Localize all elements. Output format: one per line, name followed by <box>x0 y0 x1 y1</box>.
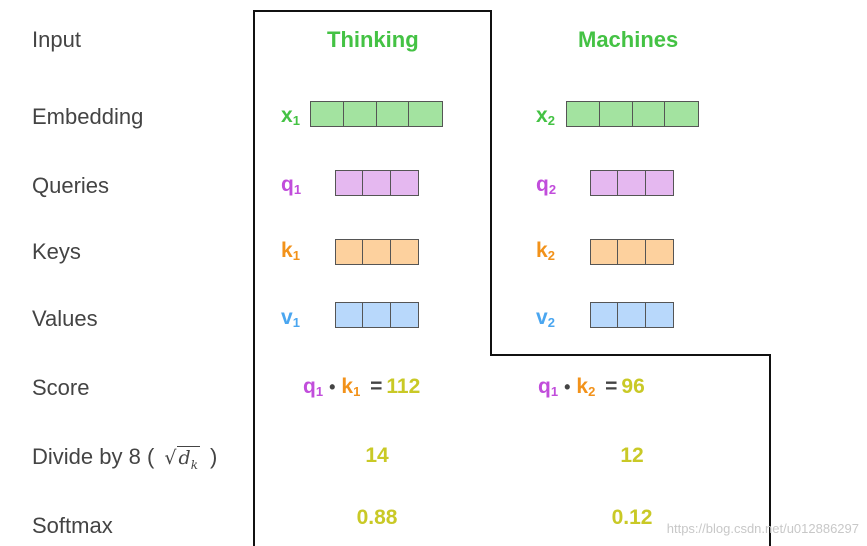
values-label: Values <box>32 306 98 331</box>
v1-label: v1 <box>281 306 300 330</box>
sqrt-dk-formula: √dk <box>164 446 200 472</box>
word-machines: Machines <box>578 27 679 52</box>
score-1-equals: = <box>370 375 383 398</box>
score-2-k: k2 <box>576 375 596 399</box>
divided-value-2: 12 <box>620 444 644 467</box>
embedding-label: Embedding <box>32 104 144 129</box>
score-1-q: q1 <box>303 375 324 399</box>
q2-vector <box>590 170 674 196</box>
divided-value-1: 14 <box>365 444 389 467</box>
x2-vector <box>566 101 699 127</box>
score-1-dot: • <box>329 377 336 397</box>
score-2-equals: = <box>605 375 618 398</box>
k1-vector <box>335 239 419 265</box>
q1-vector <box>335 170 419 196</box>
x1-label: x1 <box>281 104 300 128</box>
divide-label-suffix: ) <box>210 444 218 469</box>
divide-label-prefix: Divide by 8 ( <box>32 444 155 469</box>
q1-label: q1 <box>281 173 302 197</box>
x1-vector <box>310 101 443 127</box>
q2-label: q2 <box>536 173 557 197</box>
k1-label: k1 <box>281 239 300 263</box>
softmax-label: Softmax <box>32 513 113 538</box>
divide-label: Divide by 8 ( √dk ) <box>32 444 217 472</box>
k2-label: k2 <box>536 239 555 263</box>
score-1-value: 112 <box>386 375 421 398</box>
score-2-q: q1 <box>538 375 559 399</box>
score-expression-1: q1•k1 =112 <box>303 375 420 399</box>
score-expression-2: q1•k2 =96 <box>538 375 645 399</box>
x2-label: x2 <box>536 104 555 128</box>
v2-label: v2 <box>536 306 555 330</box>
score-2-dot: • <box>564 377 571 397</box>
softmax-value-2: 0.12 <box>611 506 653 529</box>
input-label: Input <box>32 27 81 52</box>
score-1-k: k1 <box>341 375 361 399</box>
keys-label: Keys <box>32 239 81 264</box>
v1-vector <box>335 302 419 328</box>
queries-label: Queries <box>32 173 110 198</box>
watermark: https://blog.csdn.net/u012886297 <box>666 521 859 536</box>
score-label: Score <box>32 375 90 400</box>
score-2-value: 96 <box>621 375 645 398</box>
k2-vector <box>590 239 674 265</box>
softmax-value-1: 0.88 <box>356 506 398 529</box>
v2-vector <box>590 302 674 328</box>
word-thinking: Thinking <box>327 27 419 52</box>
